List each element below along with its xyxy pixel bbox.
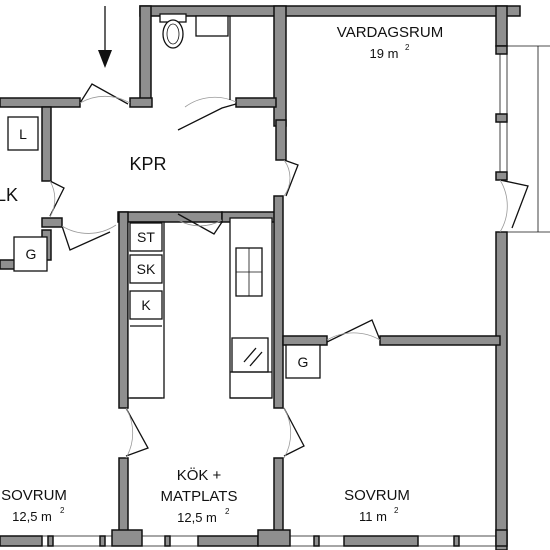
wall-kitchen-right-low — [273, 457, 284, 539]
wall-bath-bottom — [235, 97, 277, 108]
sovrum-right-area: 11 m — [359, 509, 387, 524]
kok-name-line2: MATPLATS — [161, 488, 238, 505]
wall-lk-right — [41, 106, 52, 182]
wall-vard-left — [275, 119, 287, 161]
wall-right-upper — [495, 45, 508, 55]
wall-right-mid — [495, 113, 508, 123]
wall-bottom-c — [197, 535, 259, 547]
wall-corridor-top-mid — [129, 97, 153, 108]
g-fixture-right: G — [285, 344, 321, 379]
sovrum-right-name: SOVRUM — [344, 487, 410, 504]
g-label-left: G — [26, 246, 37, 262]
wall-corridor-bottom-a — [41, 217, 63, 228]
g-fixture-left: G — [13, 236, 48, 272]
wall-kitchen-left-low — [118, 457, 129, 539]
lk-name: LK — [0, 185, 18, 205]
kok-area: 12,5 m — [177, 510, 217, 525]
wall-bath-right — [273, 5, 287, 127]
walls — [0, 5, 550, 550]
kok-name-line1: KÖK + — [177, 466, 222, 484]
doors — [49, 83, 529, 459]
wall-right-top — [495, 5, 508, 47]
entrance-arrow-icon — [98, 6, 112, 68]
wall-corridor-top-left — [0, 97, 81, 108]
st-label: ST — [137, 229, 155, 245]
sk-cabinet — [129, 254, 163, 284]
wall-bottom-b — [111, 529, 143, 547]
bathroom-fixtures — [159, 13, 231, 100]
sovrum-left-name: SOVRUM — [1, 487, 67, 504]
wall-kitchen-left — [118, 211, 129, 409]
wall-bottom-d — [257, 529, 291, 547]
bathroom-cabinet — [195, 15, 229, 37]
g-label-right: G — [298, 354, 309, 370]
kitchen-left-counter: ST SK K — [127, 221, 165, 399]
wall-vard-sovrum-b — [379, 335, 501, 346]
k-cabinet — [129, 290, 163, 320]
toilet-bowl-icon — [162, 19, 184, 49]
vardagsrum-area: 19 m — [370, 46, 399, 61]
wall-right-bottom — [495, 231, 508, 550]
st-cabinet — [129, 222, 163, 252]
wall-top — [139, 5, 521, 17]
sovrum-left-area-sup: 2 — [60, 506, 65, 515]
vardagsrum-name: VARDAGSRUM — [337, 24, 443, 41]
l-fixture: L — [7, 116, 39, 151]
kpr-name: KPR — [129, 154, 166, 174]
wall-kitchen-right — [273, 195, 284, 409]
wall-bottom-e — [343, 535, 419, 547]
k-label: K — [141, 297, 151, 313]
room-labels: VARDAGSRUM 19 m 2 KPR LK SOVRUM 12,5 m 2… — [0, 24, 443, 525]
sovrum-right-area-sup: 2 — [394, 506, 399, 515]
l-label: L — [19, 126, 27, 142]
wall-bottom-f — [495, 529, 508, 547]
wall-bottom-a — [0, 535, 43, 547]
sk-label: SK — [137, 261, 156, 277]
kitchen-right-counter — [229, 217, 273, 399]
vardagsrum-area-sup: 2 — [405, 43, 410, 52]
kok-area-sup: 2 — [225, 507, 230, 516]
wall-vard-sovrum-a — [282, 335, 328, 346]
sovrum-left-area: 12,5 m — [12, 509, 52, 524]
wall-bath-left — [139, 5, 152, 107]
wall-corridor-bottom-b — [117, 211, 223, 223]
wall-right-lower — [495, 171, 508, 181]
